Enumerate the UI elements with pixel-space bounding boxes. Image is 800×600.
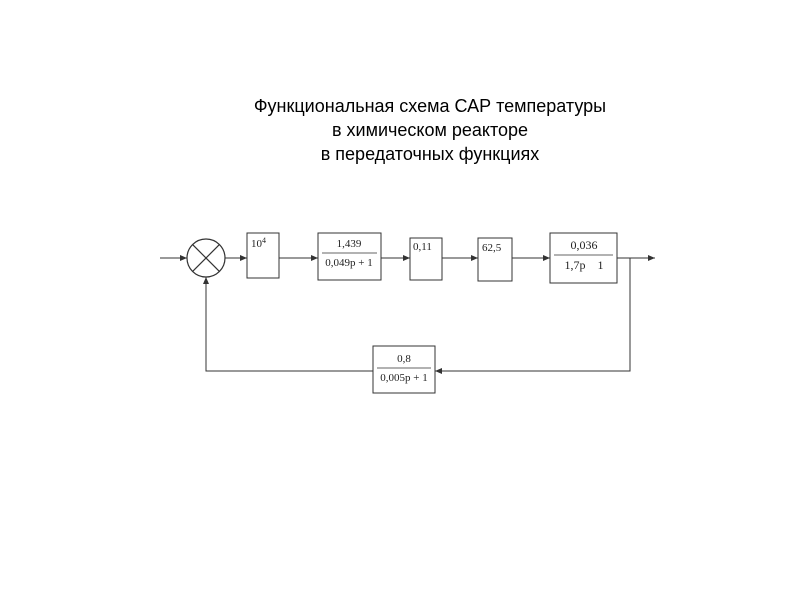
feedback-numerator: 0,8	[397, 353, 411, 365]
title-line-1: Функциональная схема САР температуры	[253, 96, 607, 116]
block3-value: 0,11	[413, 241, 432, 253]
block2-numerator: 1,439	[337, 238, 362, 250]
title-line-3: в передаточных функциях	[320, 144, 540, 164]
block4-value: 62,5	[482, 242, 502, 254]
feedback-denominator: 0,005p + 1	[380, 372, 427, 384]
summing-junction	[186, 238, 226, 278]
block5-denominator: 1,7p 1	[565, 258, 604, 272]
diagram-title: Функциональная схема САР температуры в х…	[200, 94, 660, 166]
feedback-path-in	[435, 258, 631, 374]
gain1-exponent: 4	[262, 236, 266, 245]
block-2: 1,439 0,049p + 1	[317, 232, 382, 281]
block-4: 62,5	[477, 237, 513, 282]
block5-numerator: 0,036	[571, 238, 598, 252]
block-3: 0,11	[409, 237, 443, 281]
title-line-2: в химическом реакторе	[331, 120, 529, 140]
feedback-path-out	[203, 277, 373, 372]
block-5: 0,036 1,7p 1	[549, 232, 618, 284]
block-feedback: 0,8 0,005p + 1	[372, 345, 436, 394]
block-gain1: 104	[246, 232, 280, 279]
block2-denominator: 0,049p + 1	[325, 257, 372, 269]
svg-text:104: 104	[251, 236, 266, 250]
gain1-base: 10	[251, 238, 263, 250]
